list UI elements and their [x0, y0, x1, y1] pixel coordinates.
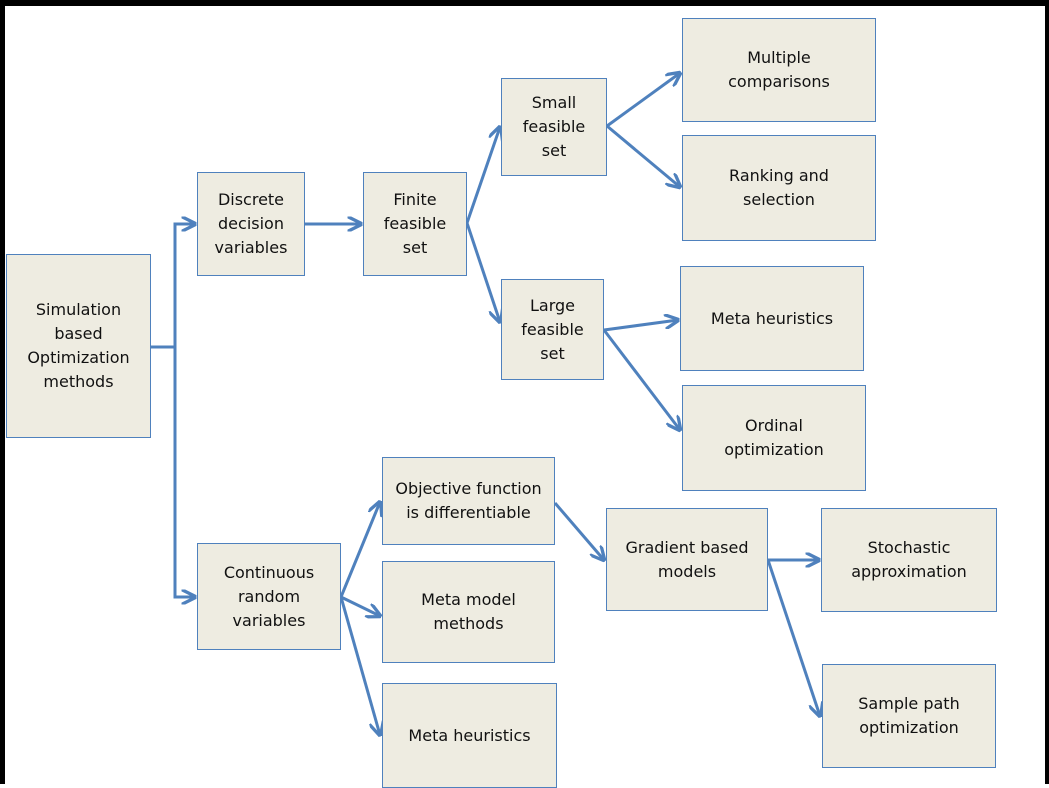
- right-border: [1045, 0, 1049, 784]
- arrow-root-to-continuous: [173, 347, 195, 597]
- arrow-continuous-to-objective: [339, 502, 380, 598]
- arrow-finite-to-small: [465, 127, 500, 224]
- arrow-finite-to-large: [465, 222, 500, 322]
- node-simulation-based-optimization-methods: Simulation based Optimization methods: [6, 254, 151, 438]
- node-multiple-comparisons: Multiple comparisons: [682, 18, 876, 122]
- node-sample-path-optimization: Sample path optimization: [822, 664, 996, 768]
- node-continuous-random-variables: Continuous random variables: [197, 543, 341, 650]
- node-stochastic-approximation: Stochastic approximation: [821, 508, 997, 612]
- node-meta-model-methods: Meta model methods: [382, 561, 555, 663]
- node-discrete-decision-variables: Discrete decision variables: [197, 172, 305, 276]
- arrow-continuous-to-metamodel: [340, 595, 380, 616]
- left-border: [0, 0, 5, 784]
- node-meta-heuristics-continuous: Meta heuristics: [382, 683, 557, 788]
- arrow-small-to-multiple: [606, 73, 680, 128]
- node-small-feasible-set: Small feasible set: [501, 78, 607, 176]
- node-gradient-based-models: Gradient based models: [606, 508, 768, 611]
- arrow-large-to-ordinal: [602, 329, 680, 430]
- node-ranking-and-selection: Ranking and selection: [682, 135, 876, 241]
- arrow-gradient-to-samplepath: [766, 559, 820, 716]
- arrow-objective-to-gradient: [553, 502, 604, 560]
- arrow-continuous-to-metaheur2: [339, 596, 380, 735]
- node-objective-function-differentiable: Objective function is differentiable: [382, 457, 555, 545]
- node-meta-heuristics-discrete: Meta heuristics: [680, 266, 864, 371]
- node-large-feasible-set: Large feasible set: [501, 279, 604, 380]
- node-ordinal-optimization: Ordinal optimization: [682, 385, 866, 491]
- node-finite-feasible-set: Finite feasible set: [363, 172, 467, 276]
- arrow-small-to-ranking: [606, 124, 680, 187]
- arrow-large-to-metaheur1: [603, 320, 678, 332]
- top-border: [0, 0, 1049, 6]
- arrow-root-to-discrete: [173, 224, 195, 347]
